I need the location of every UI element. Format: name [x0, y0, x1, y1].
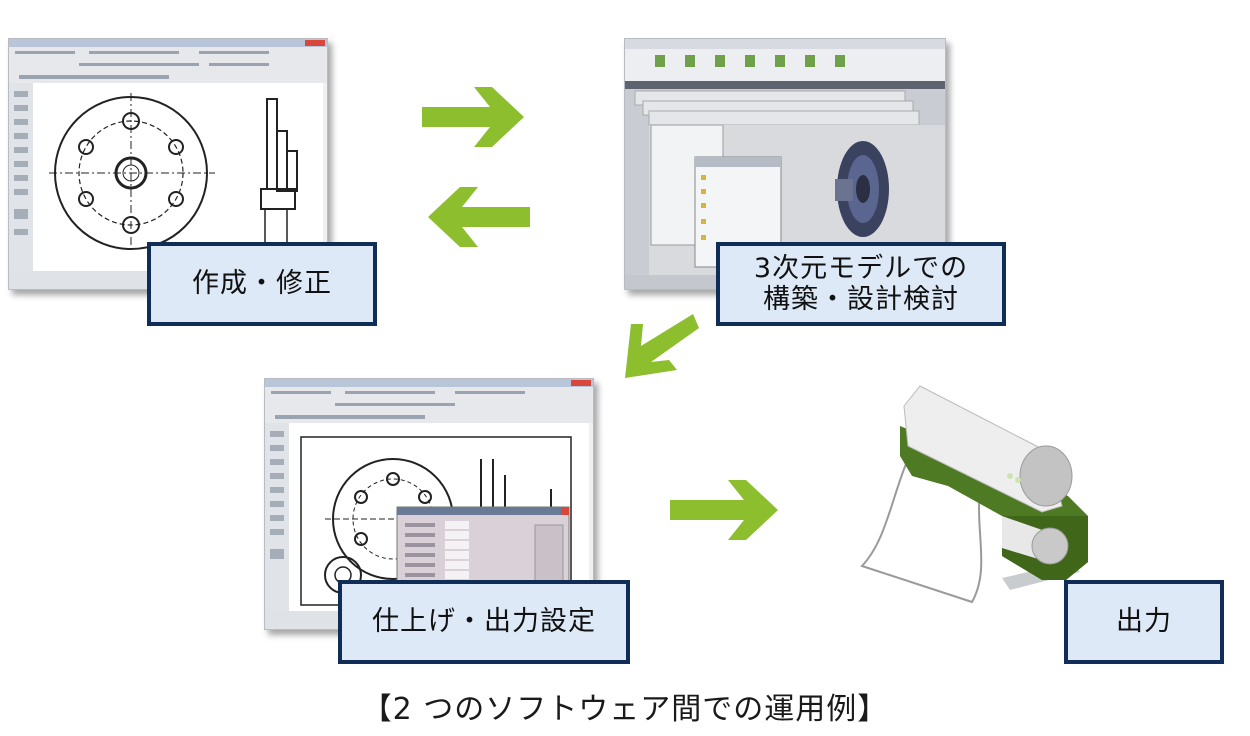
2d-cad-screenshot-edit — [8, 38, 328, 290]
arrow-left-icon — [428, 187, 530, 247]
step-label-finish-text: 仕上げ・出力設定 — [372, 606, 596, 638]
step-label-model-line2: 構築・設計検討 — [763, 284, 959, 315]
arrow-down-left-icon — [625, 314, 699, 378]
plotter-icon — [860, 385, 1088, 604]
arrow-right-icon — [422, 87, 524, 147]
3d-model-icon — [625, 39, 945, 289]
cad-drawing-icon — [9, 39, 327, 289]
step-label-model: 3次元モデルでの 構築・設計検討 — [716, 242, 1006, 326]
step-label-edit: 作成・修正 — [147, 242, 377, 326]
step-label-output-text: 出力 — [1116, 606, 1172, 638]
step-label-edit-text: 作成・修正 — [192, 268, 332, 300]
step-label-output: 出力 — [1064, 580, 1224, 664]
diagram-caption: 【2 つのソフトウェア間での運用例】 — [361, 692, 889, 727]
step-label-finish: 仕上げ・出力設定 — [338, 580, 630, 664]
step-label-model-line1: 3次元モデルでの — [753, 252, 969, 284]
arrow-right-output-icon — [670, 480, 778, 540]
